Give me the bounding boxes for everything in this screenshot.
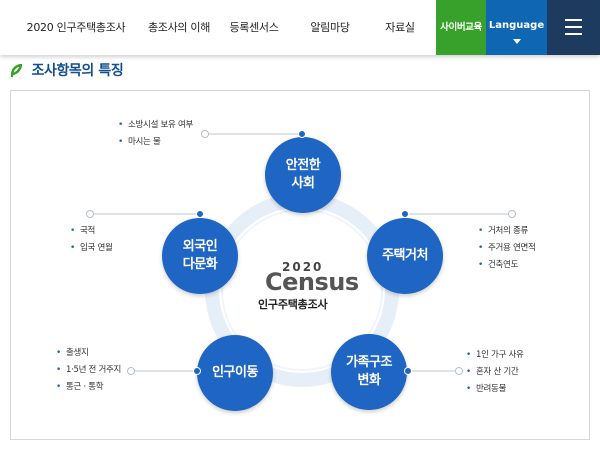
connector-end-dot (508, 210, 516, 218)
menu-button[interactable] (547, 0, 600, 55)
language-button[interactable]: Language (486, 0, 547, 55)
list-item: 통근 · 통학 (56, 379, 121, 396)
bullets-foreigner: 국적 입국 연월 (70, 223, 113, 257)
connector-end-dot (455, 367, 463, 375)
list-item: 입국 연월 (70, 240, 113, 257)
list-item: 건축연도 (478, 257, 536, 274)
nav-item-archive[interactable]: 자료실 (385, 21, 415, 34)
list-item: 소방시설 보유 여부 (118, 117, 193, 134)
list-item: 마시는 물 (118, 134, 193, 151)
list-item: 혼자 산 기간 (466, 364, 524, 381)
connector-end-dot (86, 210, 94, 218)
hamburger-icon (565, 19, 582, 21)
nav-item-notice[interactable]: 알림마당 (310, 21, 350, 34)
bullets-housing: 거처의 종류 주거용 연면적 건축연도 (478, 223, 536, 274)
section-title: 조사항목의 특징 (10, 60, 124, 80)
nav-item-about-census[interactable]: 총조사의 이해 (147, 21, 211, 34)
list-item: 국적 (70, 223, 113, 240)
connector-dot (298, 130, 306, 138)
bullets-family-structure: 1인 가구 사유 혼자 산 기간 반려동물 (466, 347, 524, 398)
language-label: Language (488, 20, 545, 31)
connector-dot (401, 210, 409, 218)
list-item: 거처의 종류 (478, 223, 536, 240)
census-subtitle: 인구주택총조사 (258, 298, 328, 311)
list-item: 1인 가구 사유 (466, 347, 524, 364)
bullets-safe-society: 소방시설 보유 여부 마시는 물 (118, 117, 193, 151)
nav-item-2020-census[interactable]: 2020 인구주택총조사 (26, 21, 126, 34)
connector-end-dot (127, 367, 135, 375)
topic-housing[interactable]: 주택거처 (367, 218, 443, 294)
section-title-text: 조사항목의 특징 (31, 63, 124, 79)
connector-end-dot (201, 130, 209, 138)
nav-item-register-census[interactable]: 등록센서스 (229, 21, 279, 34)
bullets-migration: 출생지 1·5년 전 거주지 통근 · 통학 (56, 345, 121, 396)
list-item: 주거용 연면적 (478, 240, 536, 257)
chevron-down-icon (513, 39, 521, 44)
connector-dot (193, 367, 201, 375)
topic-migration[interactable]: 인구이동 (197, 335, 273, 411)
connector-dot (404, 367, 412, 375)
list-item: 출생지 (56, 345, 121, 362)
list-item: 1·5년 전 거주지 (56, 362, 121, 379)
topic-family-structure[interactable]: 가족구조 변화 (331, 334, 407, 410)
top-header: 2020 인구주택총조사 총조사의 이해 등록센서스 알림마당 자료실 사이버교… (0, 0, 600, 55)
topic-foreigner-multicultural[interactable]: 외국인 다문화 (162, 218, 238, 294)
cyber-education-button[interactable]: 사이버교육 (436, 0, 486, 55)
list-item: 반려동물 (466, 381, 524, 398)
connector-dot (196, 210, 204, 218)
census-logo: Census (265, 268, 359, 296)
census-logo-year: 2020 (282, 260, 324, 274)
leaf-icon (10, 63, 22, 77)
topic-safe-society[interactable]: 안전한 사회 (265, 137, 341, 213)
